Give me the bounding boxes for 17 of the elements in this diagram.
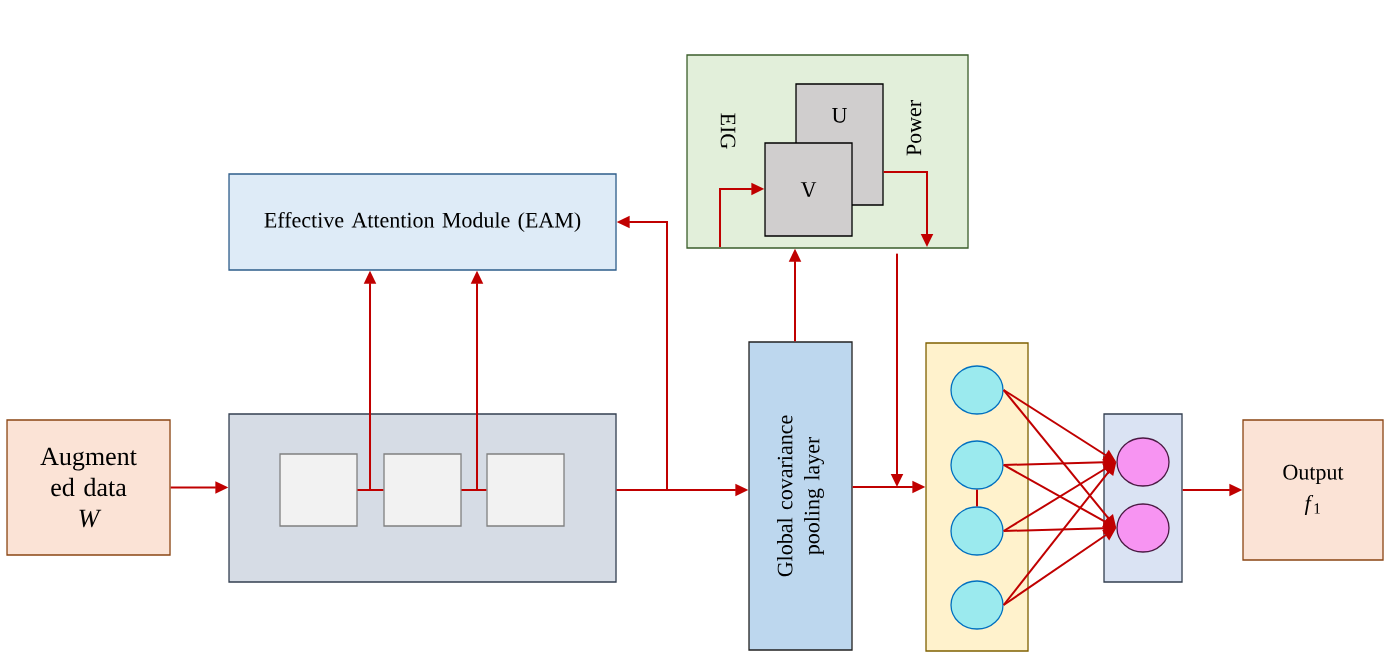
neuron-circle (950, 506, 1004, 556)
module-box: Effective Attention Module (EAM) (228, 173, 617, 271)
neuron-circle (950, 365, 1004, 415)
neuron-circle (950, 440, 1004, 490)
input-box: Augment ed data W (6, 419, 171, 556)
feature-block (486, 453, 565, 527)
pooling-layer-box: Global covariance pooling layer (748, 341, 853, 651)
neuron-circle (950, 580, 1004, 630)
neuron-circle (1116, 437, 1170, 487)
vertical-label: EIG (720, 113, 736, 149)
output-box: Output f$_{1}$ (1242, 419, 1384, 561)
connector-line (976, 488, 978, 508)
feature-block (383, 453, 462, 527)
neuron-circle (1116, 503, 1170, 553)
feature-block (279, 453, 358, 527)
vertical-label: Power (906, 100, 922, 156)
matrix-block: Λ (764, 142, 853, 237)
